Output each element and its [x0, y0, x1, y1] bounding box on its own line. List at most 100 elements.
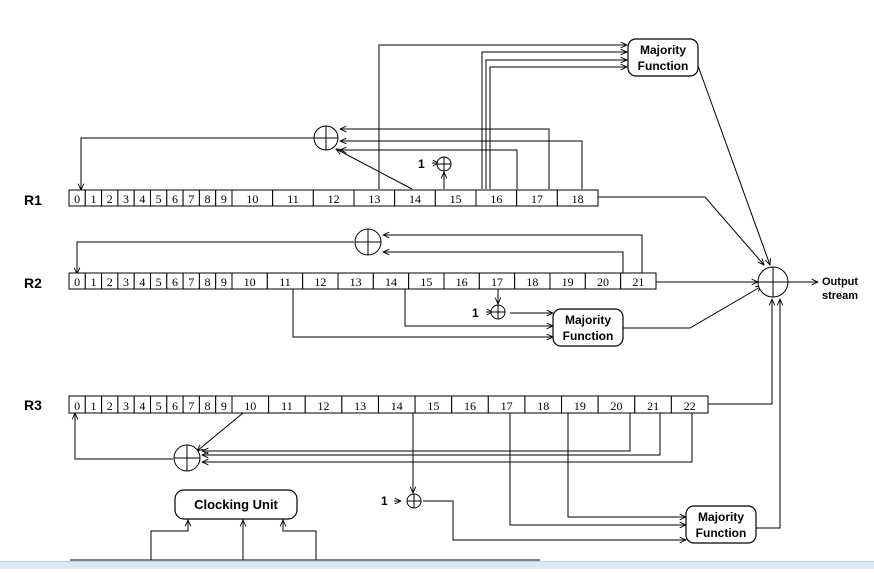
register-cell: 16	[443, 272, 480, 290]
register-cell-index: 0	[74, 275, 80, 289]
register-cell: 18	[514, 272, 551, 290]
r3-feedback-wire	[202, 413, 693, 462]
register-cell-index: 14	[391, 399, 403, 413]
register-cell: 21	[620, 272, 657, 290]
register-cell: 14	[394, 189, 436, 207]
register-cell-index: 11	[287, 192, 299, 206]
register-cell: 17	[478, 272, 516, 290]
r3-feedback-wire	[75, 413, 173, 460]
r1-feedback-wire	[81, 137, 314, 190]
register-cell-index: 19	[562, 275, 574, 289]
r2-tap-wire	[404, 289, 553, 326]
register-cell: 11	[272, 189, 314, 207]
register-cell: 4	[133, 395, 151, 414]
register-cell: 2	[101, 272, 119, 290]
register-cell: 8	[198, 395, 217, 414]
register-cell-index: 0	[74, 192, 80, 206]
register-cell-index: 4	[139, 399, 145, 413]
xor-gate	[490, 304, 506, 320]
register-cell-index: 17	[501, 399, 513, 413]
majority-label: Majority	[698, 510, 744, 524]
const-one-label: 1	[418, 157, 425, 171]
register-cell-index: 15	[450, 192, 462, 206]
majority-function-box-1: Majority Function	[627, 38, 699, 77]
register-label: R1	[24, 192, 42, 208]
register-cell: 1	[84, 272, 103, 290]
register-cell: 6	[166, 395, 184, 414]
register-cell-index: 16	[456, 275, 468, 289]
register-cell-index: 5	[156, 192, 162, 206]
register-cell: 13	[337, 272, 374, 290]
register-cell-index: 15	[420, 275, 432, 289]
register-cell-index: 18	[526, 275, 538, 289]
register-cell: 18	[556, 189, 599, 207]
register-cell-index: 9	[221, 275, 227, 289]
register-cell: 10	[231, 395, 270, 414]
register-cell-index: 20	[610, 399, 622, 413]
register-cell-index: 20	[597, 275, 609, 289]
register-cell-index: 11	[279, 275, 291, 289]
register-cell: 3	[117, 272, 135, 290]
register-cell: 0	[68, 189, 86, 207]
register-cell: 2	[101, 189, 119, 207]
register-cell: 1	[84, 189, 103, 207]
majority-label: Majority	[565, 313, 611, 327]
r3-tap-wire	[567, 413, 686, 517]
register-cell-index: 16	[490, 192, 502, 206]
register-cell-index: 15	[427, 399, 439, 413]
register-cell-index: 12	[314, 275, 326, 289]
r3-tap-wire	[423, 500, 686, 540]
stream-label: stream	[822, 290, 858, 302]
r2-feedback-wire	[77, 241, 354, 274]
register-cell: 16	[451, 395, 489, 414]
register-cell-index: 1	[90, 192, 96, 206]
maj1-output-wire	[696, 62, 770, 265]
register-cell-index: 13	[354, 399, 366, 413]
r3-feedback-wire	[202, 413, 631, 451]
register-cell: 14	[372, 272, 410, 290]
register-cell: 5	[150, 189, 168, 207]
r3-feedback-wire	[197, 412, 244, 451]
register-cell: 18	[524, 395, 563, 414]
r1-feedback-wire	[340, 129, 550, 189]
maj3-output-wire	[755, 299, 780, 529]
function-label: Function	[638, 59, 689, 73]
register-cell-index: 0	[74, 399, 80, 413]
r2-feedback-wire	[383, 235, 643, 273]
register-cell: 13	[353, 189, 396, 207]
clock-wire	[150, 520, 188, 560]
register-cell: 3	[117, 189, 135, 207]
register-cell: 8	[198, 189, 217, 207]
register-cell: 4	[133, 189, 151, 207]
register-cell-index: 5	[156, 275, 162, 289]
register-cell: 5	[150, 272, 168, 290]
register-cell: 16	[475, 189, 518, 207]
register-cell-index: 10	[246, 192, 258, 206]
register-cell-index: 10	[244, 275, 256, 289]
xor-gate	[436, 156, 452, 172]
register-cell: 1	[84, 395, 103, 414]
clock-wire	[283, 520, 317, 560]
register-cell-index: 6	[172, 275, 178, 289]
r1-feedback-wire	[340, 141, 583, 189]
const-one-label: 1	[381, 494, 388, 508]
register-cell: 12	[304, 395, 343, 414]
register-cell: 7	[182, 272, 200, 290]
register-cell-index: 1	[90, 275, 96, 289]
register-cell-index: 1	[90, 399, 96, 413]
register-cell: 10	[231, 189, 274, 207]
majority-label: Majority	[640, 43, 686, 57]
xor-gates	[173, 125, 789, 509]
register-cell-index: 3	[123, 192, 129, 206]
register-cell: 7	[182, 395, 200, 414]
const-one-label: 1	[472, 306, 479, 320]
register-cell-index: 17	[491, 275, 503, 289]
register-cell-index: 12	[328, 192, 340, 206]
r1-output-wire	[598, 196, 764, 265]
maj2-output-wire	[622, 286, 762, 329]
window-bottom-bar	[0, 561, 874, 569]
register-cell-index: 21	[632, 275, 644, 289]
